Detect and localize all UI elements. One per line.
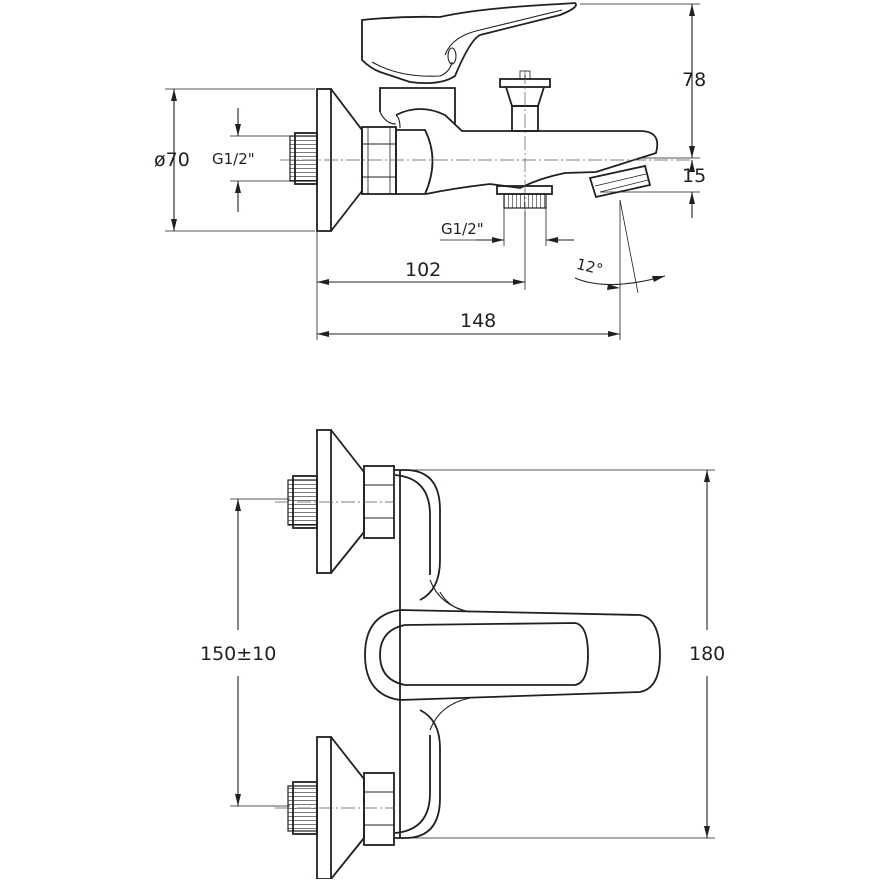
dim-diameter-label: ø70 <box>154 149 190 171</box>
dimension-outlet-thread: G1/2" <box>440 208 574 246</box>
dim-78-label: 78 <box>682 69 706 91</box>
mixer-body-front <box>394 469 441 839</box>
hex-nut-bottom <box>363 772 395 846</box>
dimension-102: 102 <box>316 212 526 340</box>
escutcheon-top <box>316 429 365 574</box>
dimension-centers: 150±10 <box>200 498 290 807</box>
dim-102-label: 102 <box>405 259 441 281</box>
dimension-180: 180 <box>400 469 725 839</box>
dim-centers-label: 150±10 <box>200 643 276 665</box>
inlet-thread-side <box>289 132 318 185</box>
side-view: 78 15 ø70 G1/2" <box>154 2 706 340</box>
dim-15-label: 15 <box>682 165 706 187</box>
lever-handle-front <box>364 579 661 731</box>
dimension-15: 15 <box>600 160 706 218</box>
outlet-thread <box>496 185 553 209</box>
dimension-78: 78 <box>580 3 706 159</box>
mixer-body-side <box>379 87 659 195</box>
dim-outlet-thread-label: G1/2" <box>441 220 484 238</box>
hex-nut-side <box>361 126 397 195</box>
dim-inlet-thread-label: G1/2" <box>212 150 255 168</box>
lever-handle-side <box>361 2 577 85</box>
thread-bottom <box>287 781 318 835</box>
dimension-angle: 12° <box>574 199 666 294</box>
dimension-diameter: ø70 <box>154 88 315 232</box>
dim-angle-label: 12° <box>574 255 604 279</box>
dim-148-label: 148 <box>460 310 496 332</box>
spout-aerator <box>588 164 652 199</box>
dimension-148: 148 <box>317 200 621 340</box>
front-view: 150±10 180 <box>200 429 725 880</box>
dim-180-label: 180 <box>689 643 725 665</box>
dimension-inlet-thread: G1/2" <box>212 108 295 212</box>
